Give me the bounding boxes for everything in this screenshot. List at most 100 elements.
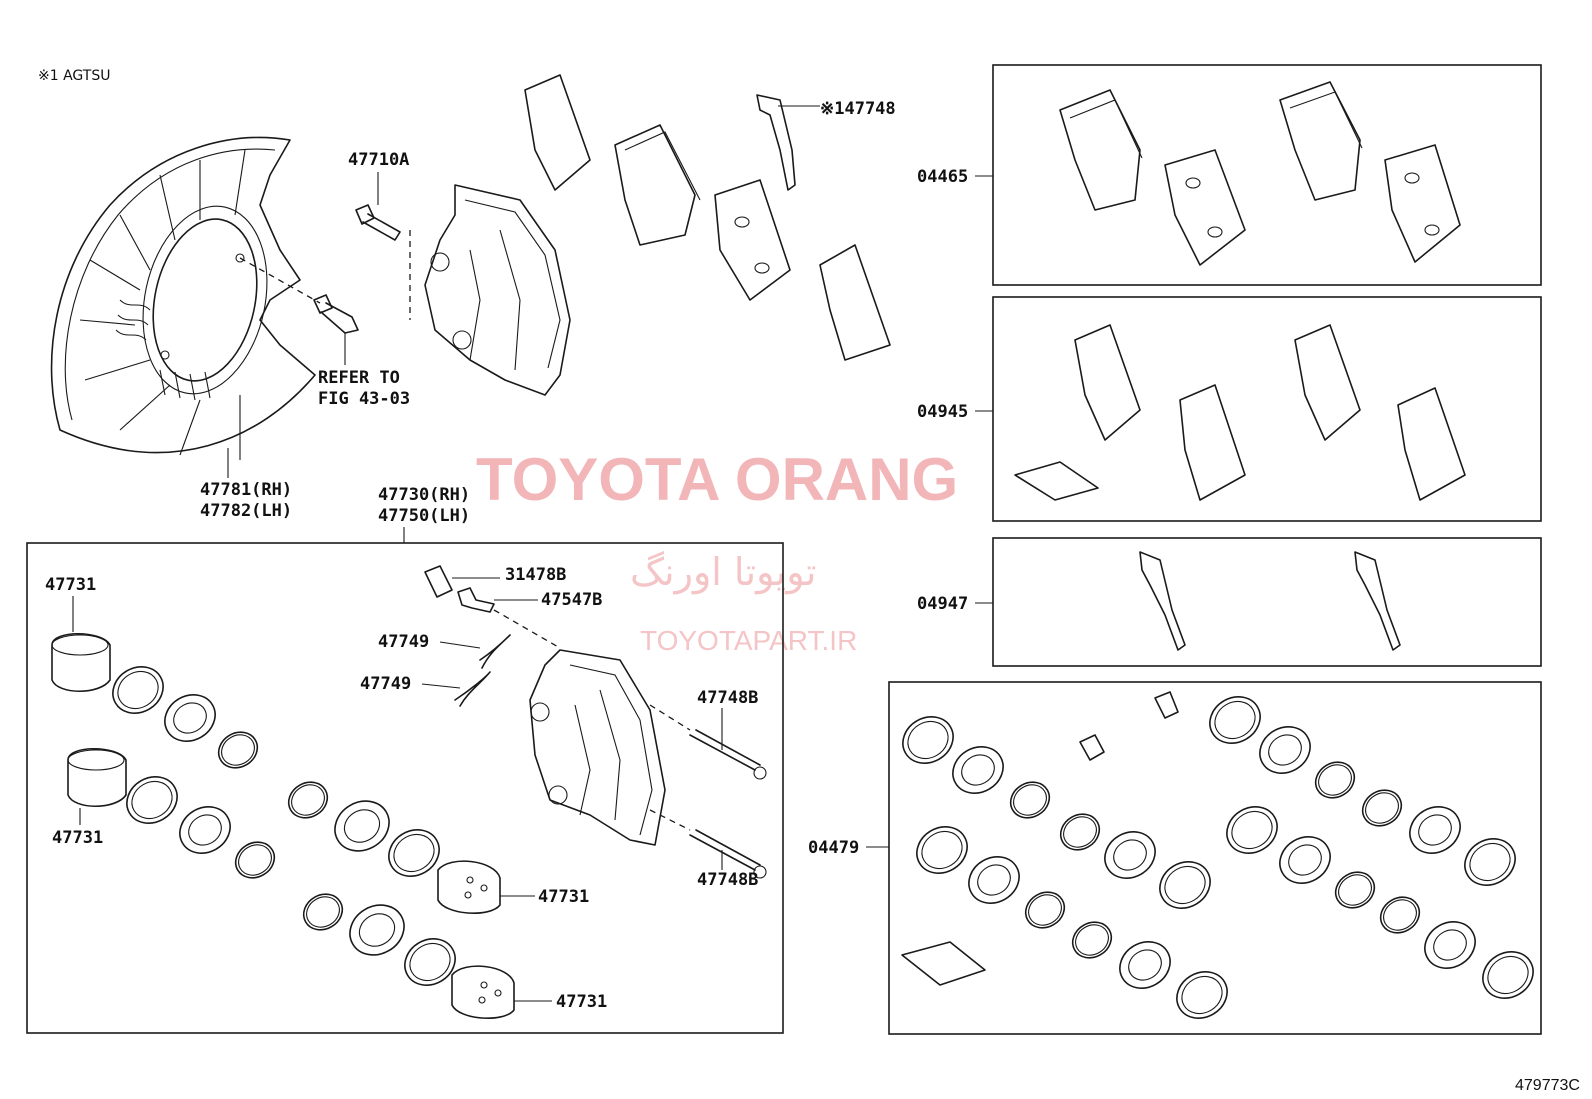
seal-ring [1482,951,1534,999]
seal-ring-inner [1383,899,1417,931]
kit-shims-box [992,296,1542,522]
kit-springs-drawing [1139,551,1401,651]
kit-shims-drawing [1014,324,1466,501]
label-piston-1: 47731 [45,575,96,595]
seal-ring-inner [117,670,159,710]
seal-ring-inner [291,784,325,816]
label-clip-2: 47749 [360,674,411,694]
seal-ring [1159,861,1211,909]
kit-seals-box [888,681,1542,1035]
clips-drawing [454,634,511,707]
seal-ring-inner [1063,816,1097,848]
seal-ring [1226,806,1278,854]
label-dust-cover-rh: 47781(RH) [200,480,292,500]
label-kit-seals: 04479 [808,838,859,858]
label-piston-4: 47731 [556,992,607,1012]
caliper-lower-drawing [529,649,666,846]
label-piston-3: 47731 [538,887,589,907]
label-caliper-rh: 47730(RH) [378,485,470,505]
seal-ring-inner [921,830,963,870]
seal-ring-inner [188,814,222,846]
seal-ring [1119,941,1171,989]
seal-ring [902,716,954,764]
seal-ring [1334,871,1376,909]
kit-seals-drawing [901,691,1534,1019]
label-caliper-lh: 47750(LH) [378,506,470,526]
seal-ring [334,800,390,852]
seal-ring-inner [1318,764,1352,796]
seal-ring [1059,813,1101,851]
seal-ring-inner [1128,949,1162,981]
seal-ring-inner [1013,784,1047,816]
label-kit-pads: 04465 [917,167,968,187]
seal-ring [302,893,344,931]
seal-ring [1379,896,1421,934]
seal-ring [1024,891,1066,929]
seal-ring-inner [1164,865,1206,905]
seal-ring [1009,781,1051,819]
seal-ring-inner [1338,874,1372,906]
seal-ring [1314,761,1356,799]
seal-ring [1176,971,1228,1019]
caliper-upper-drawing [409,184,571,396]
seal-ring-inner [1418,814,1452,846]
seal-ring-inner [1268,734,1302,766]
seal-ring-inner [1365,792,1399,824]
seal-ring [126,776,178,824]
seal-ring [1409,806,1461,854]
seal-ring-inner [409,942,451,982]
label-cap: 31478B [505,565,566,585]
label-piston-2: 47731 [52,828,103,848]
seal-ring-inner [1433,929,1467,961]
seal-ring-inner [131,780,173,820]
seal-ring-inner [1075,924,1109,956]
seal-ring-inner [977,864,1011,896]
applicability-note: ※1 AGTSU [38,68,110,84]
seal-ring [952,746,1004,794]
seal-ring-inner [907,720,949,760]
label-refer-line2: FIG 43-03 [318,389,410,409]
seal-ring [1071,921,1113,959]
seal-ring [388,829,440,877]
kit-springs-box [992,537,1542,667]
seal-ring [1361,789,1403,827]
seal-ring-inner [1181,975,1223,1015]
label-clip-1: 47749 [378,632,429,652]
label-pin-1: 47748B [697,688,758,708]
bolt-drawing [313,204,401,334]
label-dust-cover-lh: 47782(LH) [200,501,292,521]
seal-ring [968,856,1020,904]
label-bolt: 47710A [348,150,409,170]
kit-pads-box [992,64,1542,286]
label-pin-2: 47748B [697,870,758,890]
seal-ring [916,826,968,874]
watermark-persian: تویوتا اورنگ [630,550,817,595]
watermark-brand: TOYOTA ORANG [476,446,958,513]
watermark: TOYOTA ORANG تویوتا اورنگ TOYOTAPART.IR [476,446,958,656]
seal-ring-inner [1469,842,1511,882]
seal-ring [1279,836,1331,884]
seal-ring [164,694,216,742]
seal-ring [404,938,456,986]
seal-ring-inner [343,809,381,843]
seal-ring-inner [358,913,396,947]
seal-ring-inner [306,896,340,928]
seal-ring [287,781,329,819]
seal-ring [234,841,276,879]
seal-ring-inner [1214,700,1256,740]
seal-ring-inner [961,754,995,786]
label-bleeder: 47547B [541,590,602,610]
seal-ring-inner [393,833,435,873]
seal-ring [1424,921,1476,969]
seal-ring [217,731,259,769]
kit-pads-drawing [1059,81,1461,266]
watermark-site: TOYOTAPART.IR [640,625,857,656]
cap-bleeder-drawing [424,565,495,613]
seal-ring-inner [1028,894,1062,926]
seal-ring [1259,726,1311,774]
seal-ring-inner [1288,844,1322,876]
dust-cover-drawing [50,136,316,460]
diagram-code: 479773C [1515,1077,1580,1094]
label-refer-line1: REFER TO [318,368,400,388]
